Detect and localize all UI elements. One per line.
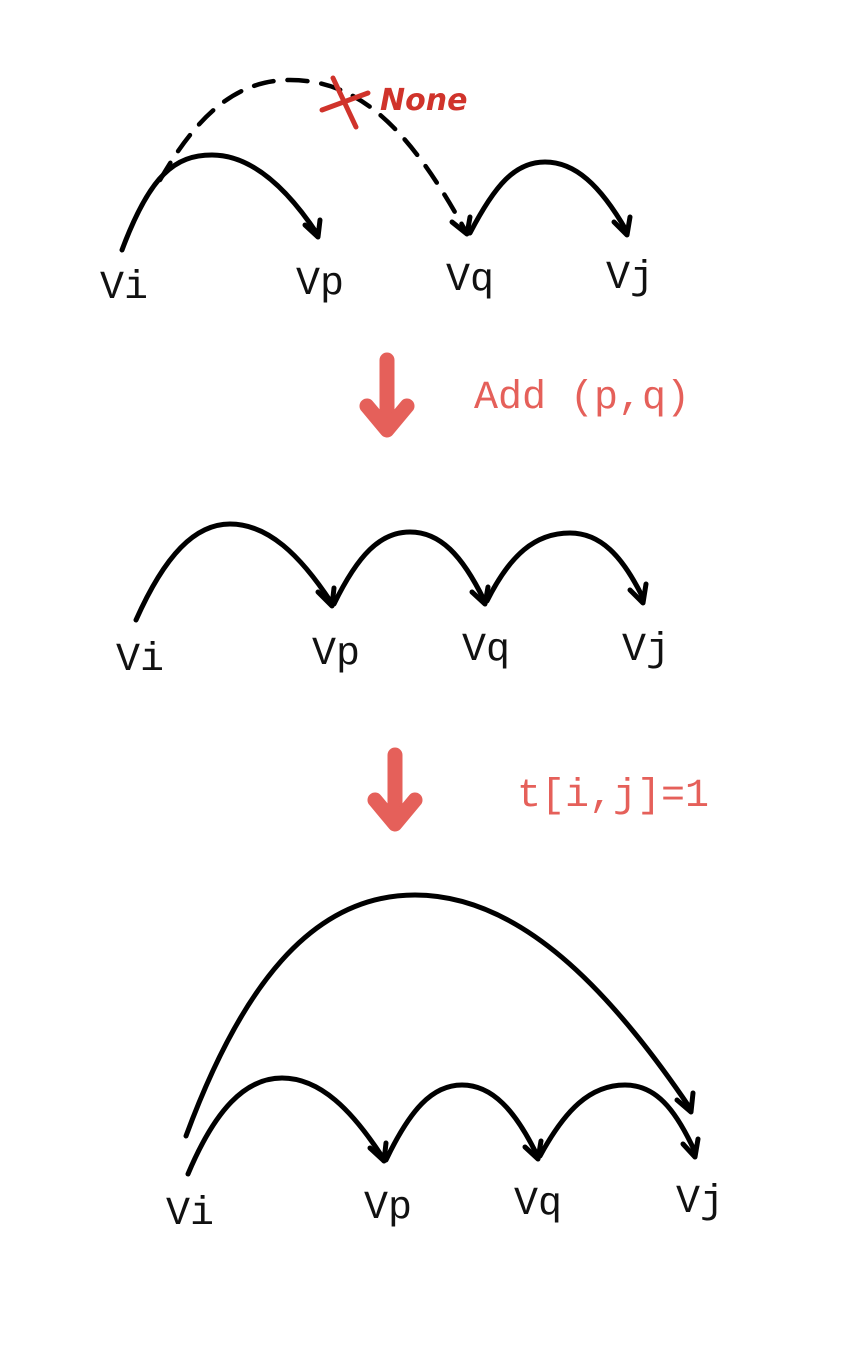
edge-vq-vj [537, 1082, 698, 1159]
node-vq: Vq [446, 258, 494, 303]
node-vj: Vj [622, 628, 670, 673]
node-vp: Vp [364, 1186, 412, 1231]
node-vq: Vq [462, 628, 510, 673]
stage-2: Vi Vp Vq Vj [116, 521, 670, 683]
arrowhead-vj [680, 1136, 701, 1160]
arrowhead-vq [522, 1138, 544, 1162]
arrow-down-icon [359, 352, 415, 438]
stage-1: None Vi Vp Vq Vj [100, 75, 654, 311]
arrowhead-vj [627, 581, 649, 606]
step-2-label: t[i,j]=1 [517, 774, 709, 819]
edge-vq-vj [484, 530, 646, 604]
edge-vi-vq-missing [157, 77, 468, 233]
none-annotation: None [380, 83, 467, 118]
edge-vp-vq [331, 529, 487, 607]
arrowhead-vp [315, 585, 337, 609]
arrowhead-vj-outer [674, 1090, 696, 1115]
arrowhead-vj [611, 214, 633, 238]
node-vj: Vj [676, 1180, 724, 1225]
node-vi: Vi [116, 638, 164, 683]
arrow-down-icon [367, 747, 423, 832]
arrowhead-vq [469, 584, 491, 607]
edge-vq-vj [467, 159, 629, 236]
edge-vi-vp [185, 1075, 386, 1177]
step-2: t[i,j]=1 [367, 747, 709, 832]
edge-vi-vp [119, 152, 321, 253]
cross-icon [319, 75, 371, 130]
arrowhead-vq-dashed [449, 214, 473, 237]
node-vj: Vj [606, 256, 654, 301]
node-vi: Vi [166, 1192, 214, 1237]
node-vi: Vi [100, 266, 148, 311]
edge-vi-vp [133, 521, 334, 623]
node-vq: Vq [514, 1182, 562, 1227]
step-1-label: Add (p,q) [474, 376, 690, 421]
stage-3: Vi Vp Vq Vj [166, 892, 724, 1237]
edge-vi-vj [183, 892, 693, 1139]
node-vp: Vp [312, 632, 360, 677]
arrowhead-vp [302, 217, 323, 240]
node-vp: Vp [296, 262, 344, 307]
edge-vp-vq [383, 1082, 540, 1163]
step-1: Add (p,q) [359, 352, 690, 438]
